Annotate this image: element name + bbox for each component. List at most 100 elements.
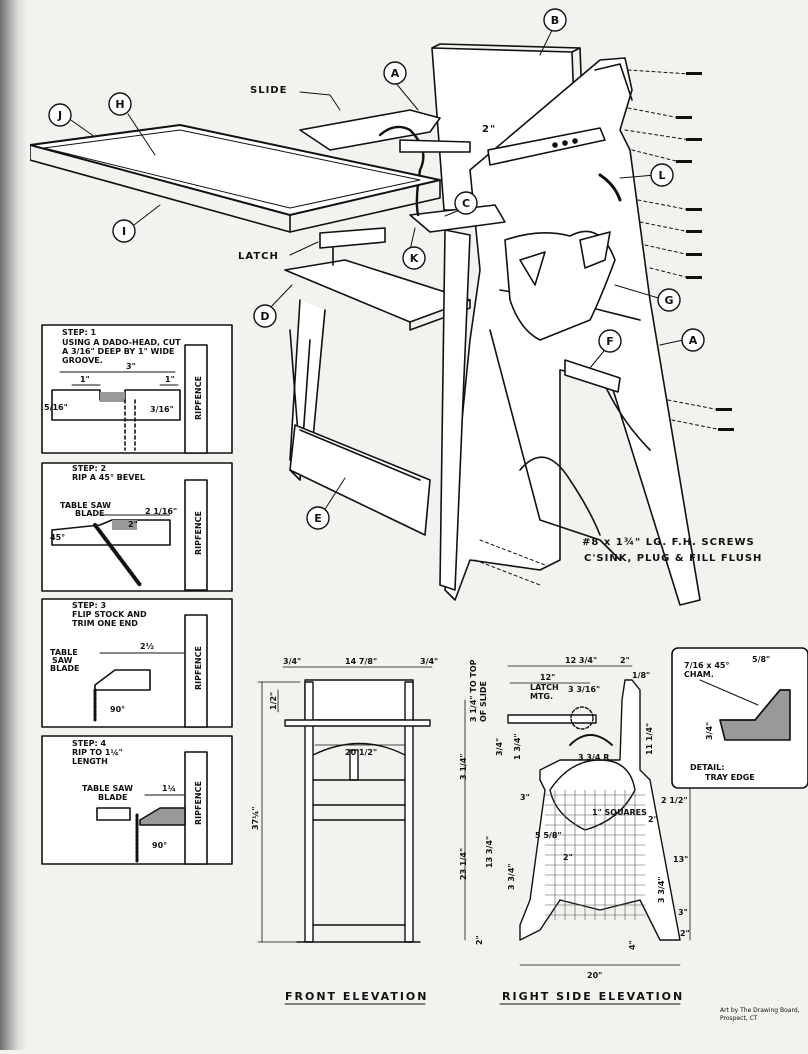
side-dim-v1: 3 1/4" TO TOP: [469, 659, 478, 722]
callout-f-label: F: [606, 335, 614, 348]
side-dim-d17: 2": [680, 929, 690, 938]
side-dim-d13: 23 1/4": [459, 848, 468, 880]
latch-label: LATCH: [238, 251, 279, 262]
book-spine-shadow: [0, 0, 26, 1050]
dim-2-label: 2": [482, 124, 496, 135]
side-dim-d2: 12": [540, 673, 555, 682]
callout-a2-label: A: [689, 334, 698, 347]
step-3-text-2: TRIM ONE END: [72, 619, 138, 628]
callout-f: [598, 329, 622, 353]
callout-c-label: C: [462, 197, 470, 210]
step-1-panel: [41, 324, 233, 454]
front-elevation: [257, 666, 433, 943]
step-4-ripfence: RIPFENCE: [194, 781, 203, 825]
step-3-blade-1: TABLE: [50, 648, 78, 657]
callout-k-label: K: [410, 252, 419, 265]
step-4-text-1: RIP TO 1¼": [72, 747, 123, 757]
side-dim-d21: 1 3/4": [513, 733, 522, 760]
step-2-blade-2: BLADE: [75, 509, 105, 518]
callout-g-label: G: [664, 294, 673, 307]
callout-k: [402, 246, 426, 270]
side-dim-d24: 2": [475, 935, 484, 945]
step-1-dim-3-16: 3/16": [150, 405, 174, 414]
callout-a-label: A: [391, 67, 400, 80]
side-latch: LATCH: [530, 683, 559, 692]
step-1-dim-3: 3": [126, 362, 136, 371]
detail-dim-3-4: 3/4": [705, 722, 714, 740]
callout-j: [48, 103, 72, 127]
callout-h: [108, 92, 132, 116]
tray-edge-detail: [671, 647, 808, 789]
step-4-title: STEP: 4: [72, 739, 107, 748]
side-dim-d23: 3 1/4": [459, 753, 468, 780]
side-dim-d18: 4": [628, 940, 637, 950]
step-2-dim-2-1-16: 2 1/16": [145, 507, 177, 516]
callout-e-label: E: [314, 512, 322, 525]
front-dim-height: 37¼": [250, 806, 260, 830]
step-4-panel: [41, 735, 233, 865]
front-dim-right: 3/4": [420, 657, 438, 666]
step-3-dim-90: 90°: [110, 705, 125, 714]
callout-b: [543, 8, 567, 32]
drawing-plate: A B C D E F G H I J K L A SLIDE LATCH 2"…: [29, 0, 808, 1050]
side-elevation-title: RIGHT SIDE ELEVATION: [502, 990, 684, 1003]
side-dim-v2: OF SLIDE: [479, 681, 488, 722]
callout-c: [454, 191, 478, 215]
detail-cham: CHAM.: [684, 670, 714, 679]
callout-i: [112, 219, 136, 243]
side-dim-radius: 3 3/4 R: [578, 753, 609, 762]
callout-l: [650, 163, 674, 187]
side-dim-d19: 20": [587, 971, 602, 980]
callout-d: [253, 304, 277, 328]
front-dim-width: 14 7/8": [345, 657, 377, 666]
callout-b-label: B: [551, 14, 559, 27]
callout-e: [306, 506, 330, 530]
side-dim-d15: 3 3/4": [657, 876, 666, 903]
side-dim-d4: 1/8": [632, 671, 650, 680]
side-dim-d5: 3 3/16": [568, 685, 600, 694]
step-2-ripfence: RIPFENCE: [194, 511, 203, 555]
side-dim-d11: 3 3/4": [507, 863, 516, 890]
step-3-text-1: FLIP STOCK AND: [72, 610, 147, 619]
side-dim-d7: 5 5/8": [535, 831, 562, 840]
callout-j-label: J: [57, 109, 62, 122]
step-4-blade-1: TABLE SAW: [82, 784, 133, 793]
front-dim-side: 1/2": [269, 692, 278, 710]
detail-subtitle: TRAY EDGE: [705, 773, 755, 782]
side-dim-d12: 13 3/4": [485, 836, 494, 868]
detail-dim-5-8: 5/8": [752, 655, 770, 664]
step-2-text-1: RIP A 45° BEVEL: [72, 473, 145, 482]
step-4-dim-90: 90°: [152, 841, 167, 850]
step-2-title: STEP: 2: [72, 464, 106, 473]
side-dim-d14: 13": [673, 855, 688, 864]
side-dim-d10: 2": [563, 853, 573, 862]
side-latch-mtg: MTG.: [530, 692, 553, 701]
detail-chamfer: 7/16 x 45°: [684, 661, 729, 670]
step-1-text-3: GROOVE.: [62, 356, 103, 365]
side-dim-d6: 3": [520, 793, 530, 802]
front-elevation-title: FRONT ELEVATION: [285, 990, 429, 1003]
callout-a: [383, 61, 407, 85]
side-dim-d16: 3": [678, 908, 688, 917]
step-1-dim-5-16: 5/16": [44, 403, 68, 412]
side-dim-d1: 12 3/4": [565, 656, 597, 665]
screws-note-1: #8 x 1¾" LG. F.H. SCREWS: [582, 537, 755, 548]
right-side-elevation: [464, 665, 691, 966]
screws-note-2: C'SINK, PLUG & FILL FLUSH: [584, 553, 762, 564]
step-1-dim-1a: 1": [80, 375, 90, 384]
slide-label: SLIDE: [250, 85, 287, 96]
callout-g: [657, 288, 681, 312]
side-dim-d9: 2": [648, 815, 658, 824]
step-1-dim-1b: 1": [165, 375, 175, 384]
callout-l-label: L: [658, 169, 665, 182]
step-2-dim-45: 45°: [50, 533, 65, 542]
credit-line-2: Prospect, CT: [720, 1015, 758, 1022]
side-dim-d8: 2 1/2": [661, 796, 688, 805]
step-1-text-2: A 3/16" DEEP BY 1" WIDE: [62, 347, 174, 356]
step-4-blade-2: BLADE: [98, 793, 128, 802]
front-dim-left: 3/4": [283, 657, 301, 666]
side-dim-d3: 2": [620, 656, 630, 665]
step-1-ripfence: RIPFENCE: [194, 376, 203, 420]
detail-title: DETAIL:: [690, 763, 724, 772]
callout-i-label: I: [122, 225, 126, 238]
